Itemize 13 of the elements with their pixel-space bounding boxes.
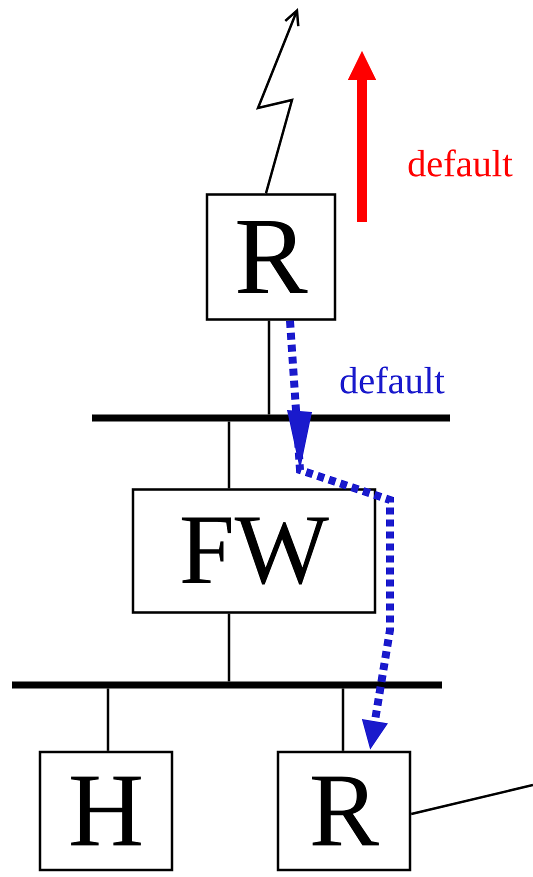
connector-line	[106, 688, 110, 751]
lightning-arrow	[256, 8, 300, 194]
connector-line	[268, 320, 270, 414]
connector-line	[228, 614, 230, 682]
connector-line	[228, 422, 230, 488]
label-box: FW	[132, 488, 376, 614]
connector-line	[342, 688, 344, 751]
label-box: R	[276, 750, 412, 872]
edge-label: default	[340, 366, 445, 394]
label-box: H	[38, 750, 174, 872]
note-label: default	[408, 149, 513, 177]
label-box: R	[206, 193, 336, 321]
connector-line	[410, 784, 533, 816]
